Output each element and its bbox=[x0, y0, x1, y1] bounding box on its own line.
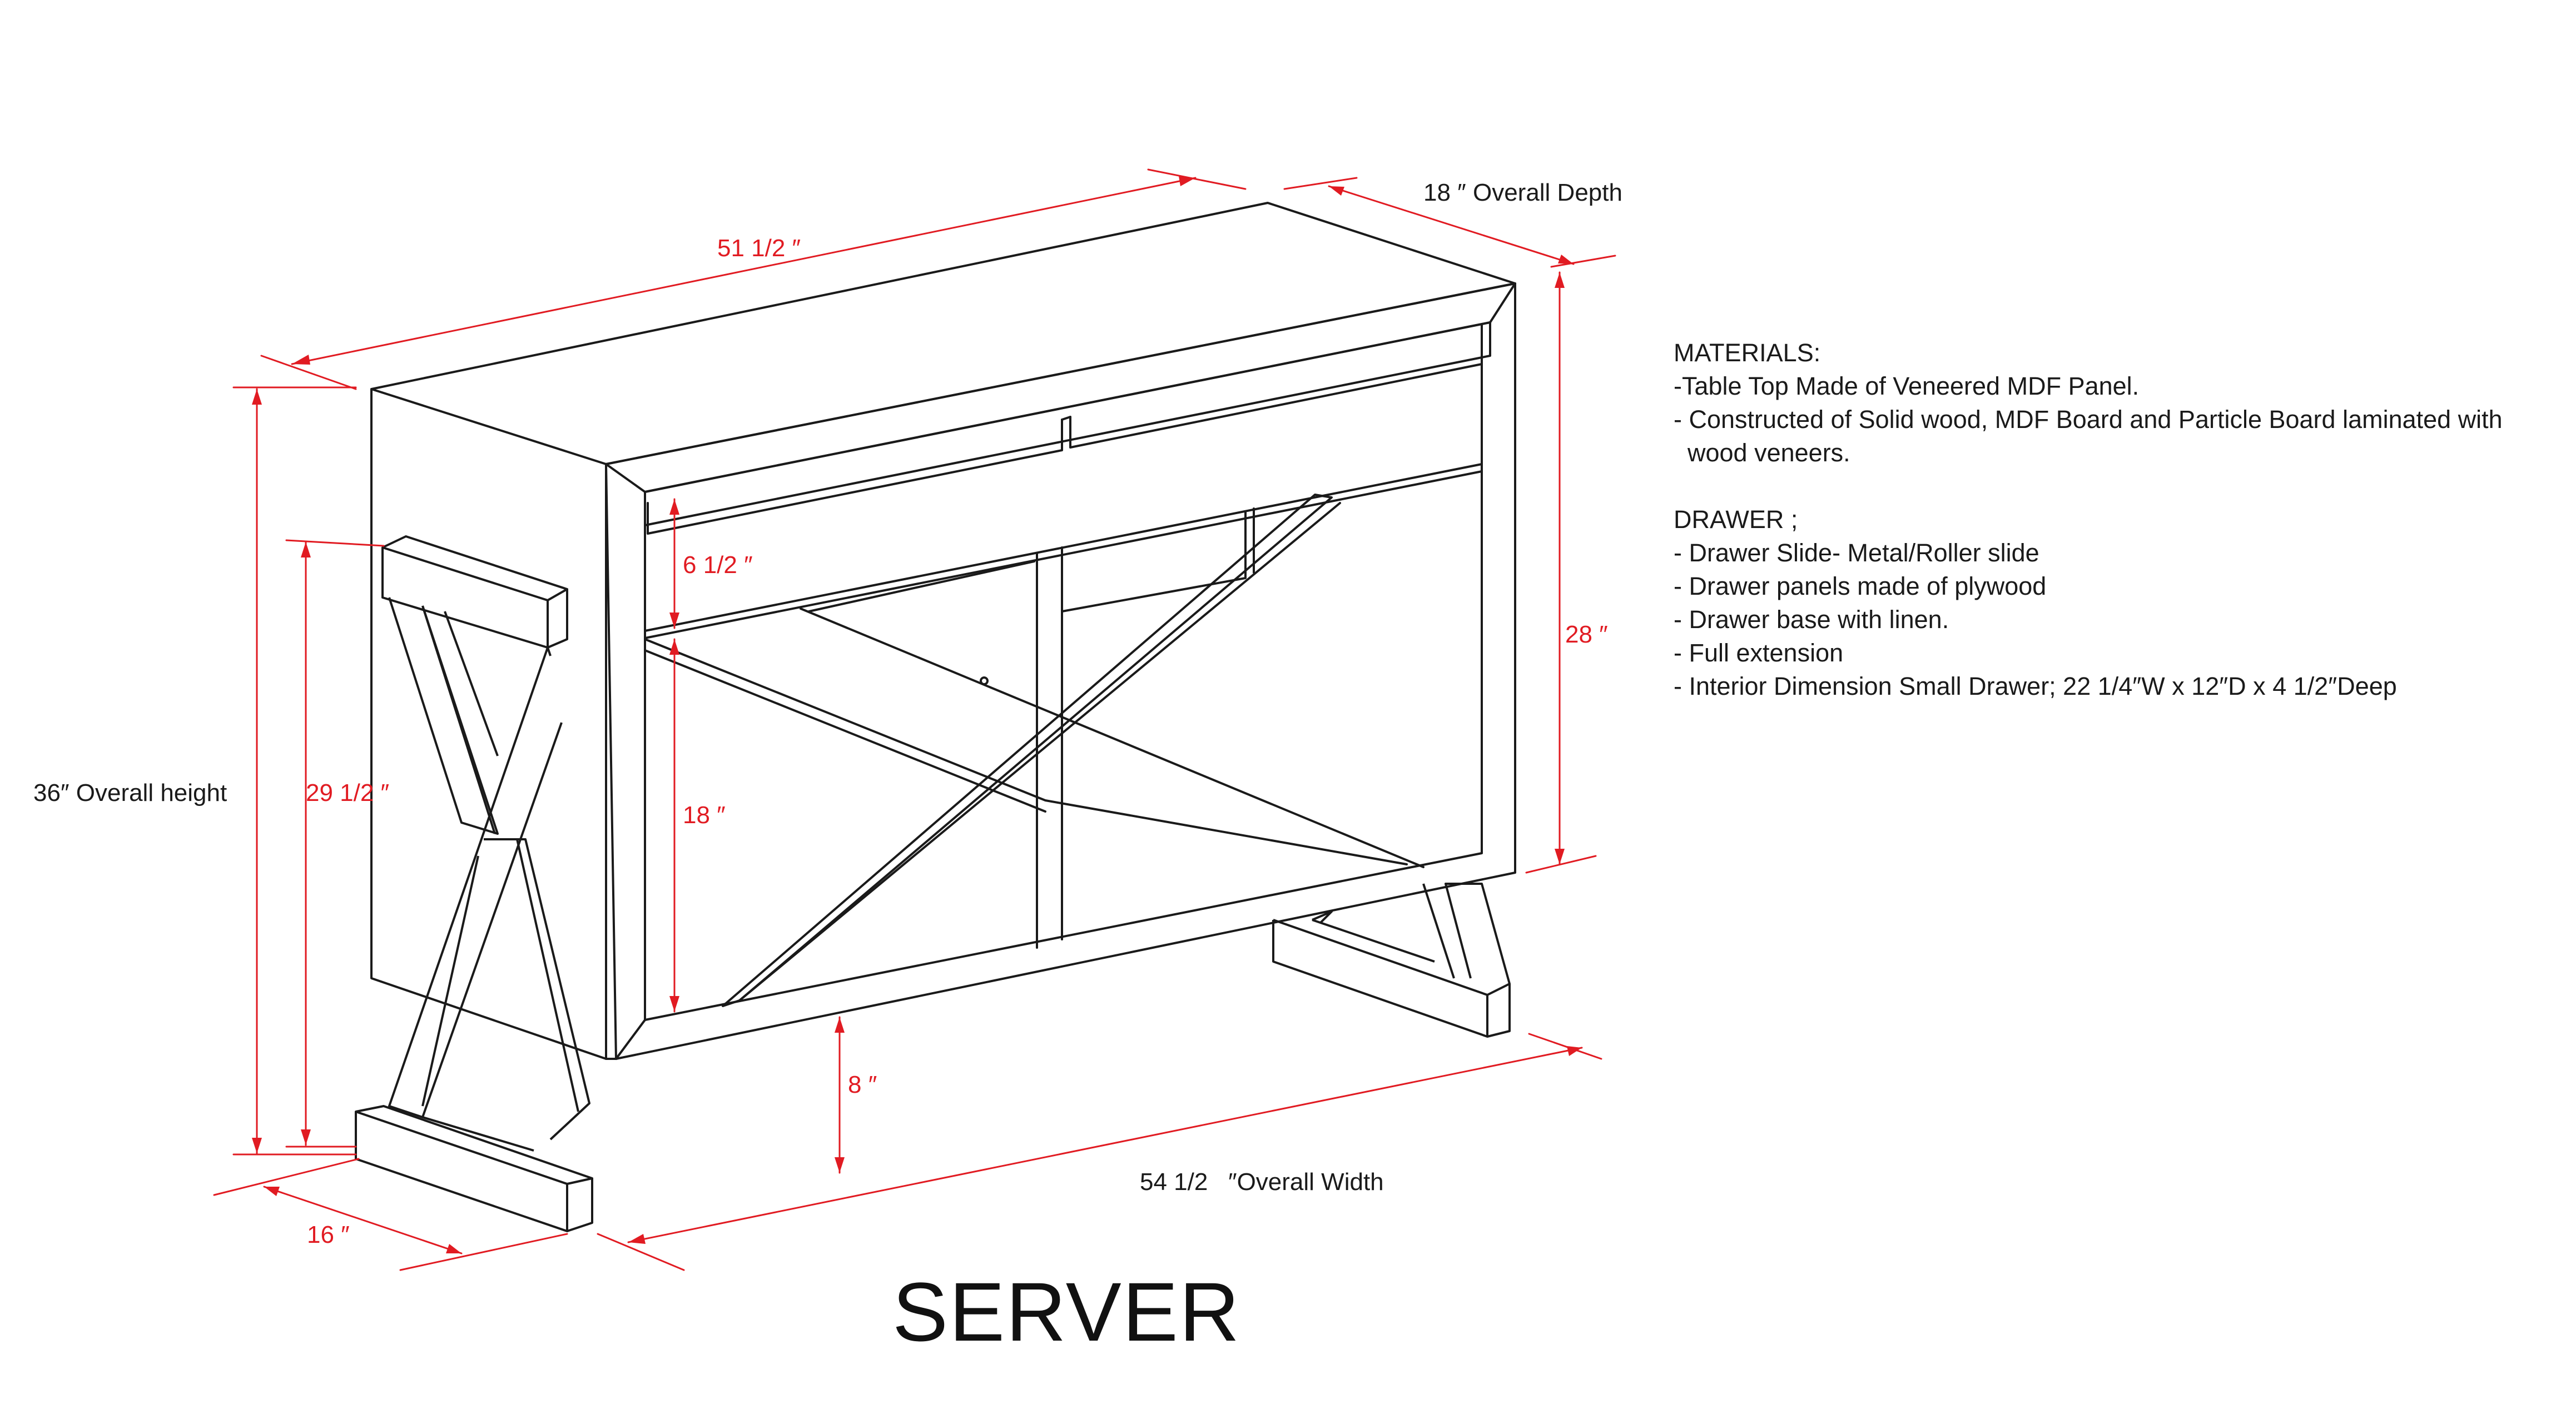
leg-depth-label: 16 ″ bbox=[307, 1221, 350, 1248]
door-height-label: 18 ″ bbox=[683, 801, 726, 829]
leg-height-label: 29 1/2 ″ bbox=[306, 779, 390, 806]
cabinet-outline bbox=[370, 202, 1516, 1060]
drawer-line: - Drawer panels made of plywood bbox=[1674, 572, 2047, 600]
cabinet-height-label: 28 ″ bbox=[1565, 621, 1608, 648]
dimension-arrowheads bbox=[252, 176, 1582, 1253]
drawer-line: - Full extension bbox=[1674, 639, 1844, 667]
spec-notes: MATERIALS: -Table Top Made of Veneered M… bbox=[1674, 336, 2503, 703]
notes-spacer bbox=[1674, 470, 2503, 503]
drawer-line: - Drawer base with linen. bbox=[1674, 605, 1949, 634]
overall-height-label: 36″ Overall height bbox=[33, 779, 227, 806]
materials-line: - Constructed of Solid wood, MDF Board a… bbox=[1674, 405, 2503, 434]
clearance-label: 8 ″ bbox=[848, 1071, 877, 1098]
drawer-heading: DRAWER ; bbox=[1674, 505, 1798, 534]
top-width-label: 51 1/2 ″ bbox=[717, 235, 801, 262]
right-leg bbox=[1272, 883, 1511, 1038]
materials-heading: MATERIALS: bbox=[1674, 338, 1821, 367]
drawer-height-label: 6 1/2 ″ bbox=[683, 551, 753, 579]
dimension-lines bbox=[213, 168, 1616, 1271]
drawer-line: - Interior Dimension Small Drawer; 22 1/… bbox=[1674, 672, 2397, 700]
overall-width-label: 54 1/2 ″Overall Width bbox=[1140, 1168, 1384, 1196]
materials-line: wood veneers. bbox=[1674, 439, 1850, 467]
overall-depth-label: 18 ″ Overall Depth bbox=[1423, 179, 1622, 206]
product-title: SERVER bbox=[892, 1265, 1241, 1358]
drawer-line: - Drawer Slide- Metal/Roller slide bbox=[1674, 539, 2039, 567]
left-x-leg bbox=[355, 535, 593, 1232]
materials-line: -Table Top Made of Veneered MDF Panel. bbox=[1674, 372, 2140, 400]
